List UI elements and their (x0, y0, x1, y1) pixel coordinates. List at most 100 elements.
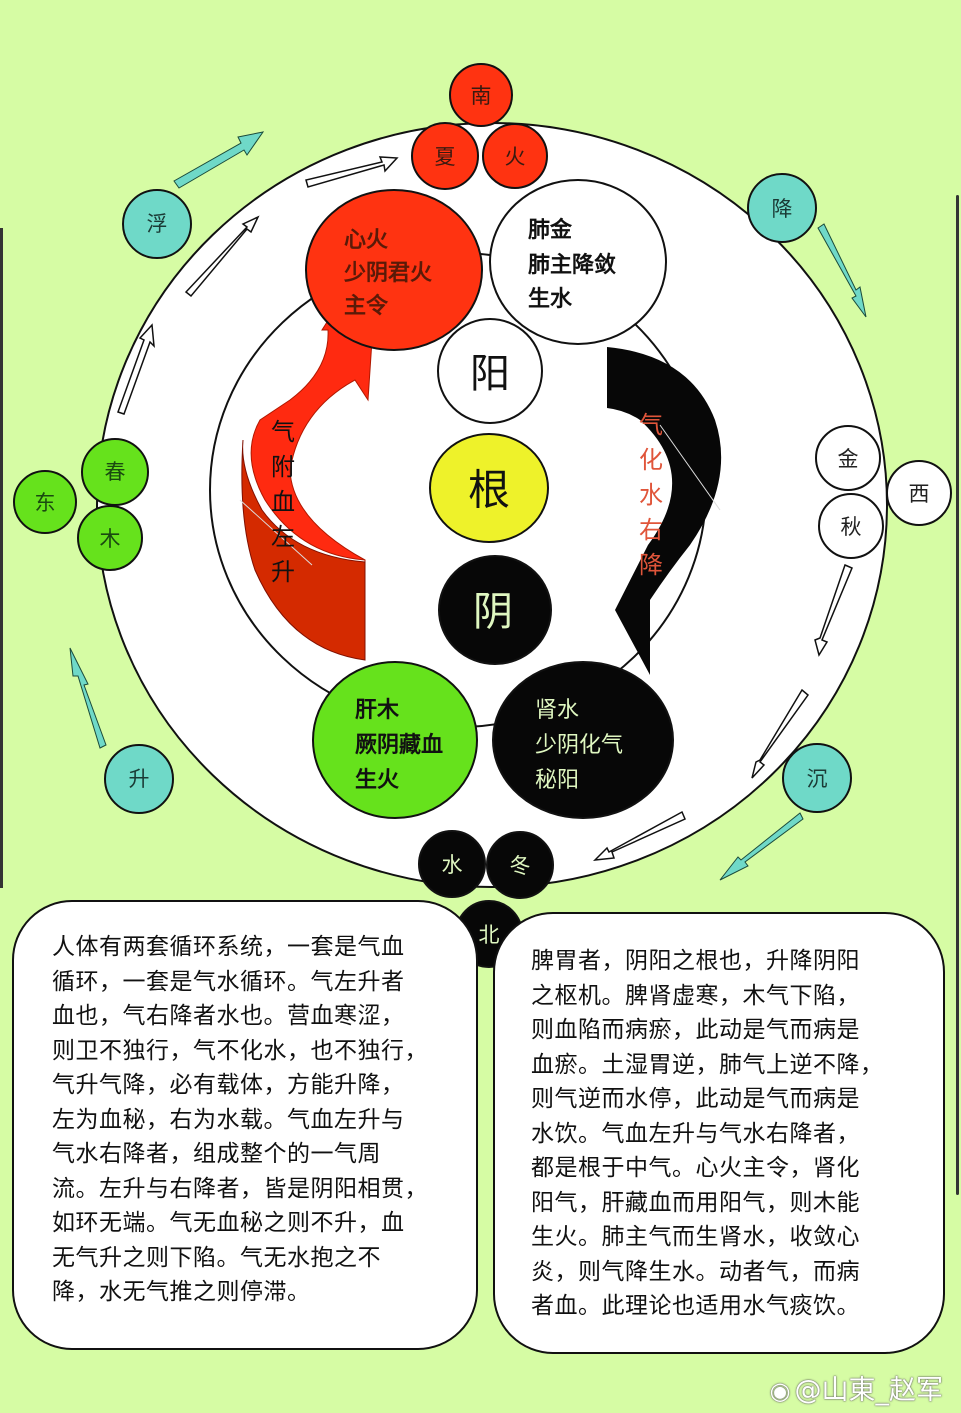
left-text-line: 流。左升与右降者，皆是阴阳相贯， (52, 1175, 428, 1202)
right-descend-arrow (607, 347, 722, 675)
watermark: ◉@山東_赵军 (770, 1368, 943, 1407)
flow-right-3: 水 (639, 481, 663, 509)
winter-circle (486, 831, 554, 899)
heart-line-1: 心火 (344, 228, 388, 253)
spring-circle (81, 438, 149, 506)
summer-label: 夏 (435, 145, 456, 169)
winter-label: 冬 (510, 854, 531, 878)
flow-left-3: 血 (271, 488, 295, 516)
flow-right-1: 气 (639, 411, 663, 439)
right-text-line: 炎，则气降生水。动者气，而病 (531, 1258, 860, 1285)
rise-circle (104, 744, 174, 814)
heart-circle (305, 189, 483, 351)
west-label: 西 (909, 482, 930, 506)
wood-circle (77, 505, 143, 571)
left-edge-border (0, 228, 3, 888)
right-text-line: 血瘀。土湿胃逆，肺气上逆不降， (531, 1051, 884, 1078)
lung-line-1: 肺金 (528, 217, 573, 243)
root-label: 根 (468, 466, 510, 515)
right-text-line: 脾胃者，阴阳之根也，升降阴阳 (531, 948, 860, 974)
right-text-line: 则血陷而病瘀，此动是气而病是 (531, 1017, 860, 1043)
liver-line-1: 肝木 (355, 698, 400, 723)
south-circle (449, 63, 513, 127)
yin-label: 阴 (473, 589, 513, 635)
flow-right-2: 化 (639, 446, 663, 474)
flow-right-5: 降 (639, 551, 663, 579)
outside-teal-arrows (69, 131, 867, 881)
watermark-text: @山東_赵军 (794, 1375, 944, 1406)
liver-line-3: 生火 (355, 768, 399, 793)
flow-right-4: 右 (639, 516, 663, 544)
east-label: 东 (35, 491, 56, 515)
left-text-line: 血也，气右降者水也。营血寒涩， (52, 1003, 405, 1029)
flow-left-1: 气 (271, 418, 295, 446)
north-connector (430, 894, 545, 920)
arrow-white-left-1 (117, 323, 155, 415)
metal-label: 金 (838, 447, 859, 471)
right-text-line: 水饮。气血左升与气水右降者， (531, 1120, 860, 1147)
float-circle (122, 189, 192, 259)
right-text-line: 之枢机。脾肾虚寒，木气下陷， (531, 982, 860, 1009)
root-circle (429, 433, 549, 543)
right-text-line: 则气逆而水停，此动是气而病是 (531, 1086, 860, 1112)
right-edge-border (956, 195, 959, 1195)
left-text-line: 人体有两套循环系统，一套是气血 (52, 934, 405, 960)
outer-flow-arrows (117, 156, 853, 861)
lung-line-2: 肺主降敛 (528, 252, 616, 278)
south-label: 南 (471, 84, 492, 108)
flow-left-4: 左 (271, 523, 295, 551)
wood-label: 木 (100, 527, 121, 551)
lung-circle (489, 179, 667, 345)
rise-label: 升 (129, 767, 150, 791)
left-text-line: 降，水无气推之则停滞。 (52, 1279, 311, 1305)
sink-label: 沉 (807, 767, 828, 791)
guide-line-left (239, 499, 313, 566)
heart-line-2: 少阴君火 (343, 261, 432, 286)
heart-line-3: 主令 (344, 293, 389, 319)
yin-circle (438, 555, 552, 665)
liver-line-2: 厥阴藏血 (355, 732, 443, 758)
east-circle (13, 470, 77, 534)
kidney-line-1: 肾水 (535, 698, 579, 723)
kidney-line-2: 少阴化气 (535, 733, 623, 758)
north-label: 北 (479, 923, 500, 947)
arrow-teal-float (173, 131, 265, 189)
left-text-line: 左为血秘，右为水载。气血左升与 (52, 1106, 405, 1133)
descend-label: 降 (772, 197, 793, 221)
arrow-white-bottom (592, 810, 686, 861)
arrow-white-top (305, 156, 399, 188)
arrow-white-right-2 (751, 688, 810, 779)
fire-circle (482, 123, 548, 189)
left-text-line: 则卫不独行，气不化水，也不独行， (52, 1037, 428, 1064)
metal-circle (815, 425, 881, 491)
kidney-circle (492, 661, 674, 819)
right-text-line: 者血。此理论也适用水气痰饮。 (531, 1293, 860, 1319)
descend-circle (747, 173, 817, 243)
summer-circle (411, 122, 479, 190)
right-text-line: 都是根于中气。心火主令，肾化 (531, 1155, 860, 1181)
guide-line-right (659, 424, 721, 511)
flow-left-5: 升 (271, 558, 295, 586)
west-circle (886, 460, 952, 526)
lung-line-3: 生水 (528, 287, 573, 312)
arrow-white-right-1 (814, 563, 853, 657)
water-label: 水 (442, 853, 463, 877)
yang-circle (437, 318, 543, 424)
left-text-line: 循环，一套是气水循环。气左升者 (52, 968, 405, 995)
water-circle (418, 830, 486, 898)
autumn-label: 秋 (841, 515, 862, 539)
arrow-teal-descend (817, 223, 867, 318)
autumn-circle (818, 493, 884, 559)
kidney-line-3: 秘阳 (535, 768, 579, 793)
right-text-line: 生火。肺主气而生肾水，收敛心 (531, 1224, 860, 1250)
sink-circle (782, 743, 852, 813)
yang-label: 阳 (470, 351, 510, 397)
right-text-line: 阳气，肝藏血而用阳气，则木能 (531, 1189, 860, 1216)
arrow-teal-sink (719, 812, 804, 881)
left-text-line: 气水右降者，组成整个的一气周 (52, 1141, 381, 1167)
arrow-white-left-2 (184, 215, 260, 298)
left-explanation-box: 人体有两套循环系统，一套是气血 循环，一套是气水循环。气左升者 血也，气右降者水… (12, 900, 478, 1350)
flow-left-2: 附 (271, 453, 295, 481)
right-explanation-box: 脾胃者，阴阳之根也，升降阴阳 之枢机。脾肾虚寒，木气下陷， 则血陷而病瘀，此动是… (493, 912, 945, 1354)
